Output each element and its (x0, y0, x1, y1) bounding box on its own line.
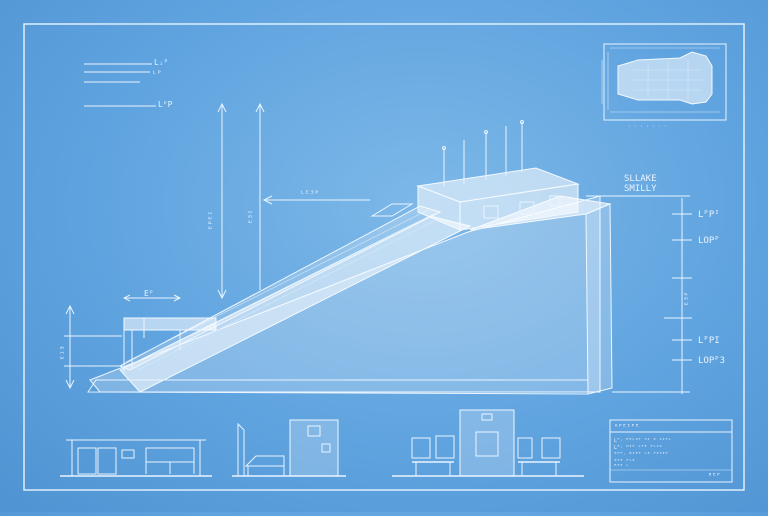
height-label-small: ᴱᴵᴲ (59, 346, 68, 360)
elevation-right (411, 409, 561, 477)
title-block-row-2: Lᴾ· ᴹᴵᴾ ᴸᴾᴱ ᴾᴸᴵᴰ (614, 445, 662, 451)
drawing-frame (23, 23, 745, 491)
dimension-lines: ᴱᴾᴱᴵ ᴱᴲᴵ ᴸᴱᴲᴾ Eᴾ ᴱᴵᴲ (59, 102, 370, 390)
title-block: ᴬᴾᴱᴵᴾᴱ Lᴾ· ᴿᴱᴸᴬᴾ ᴴᴵ ᴱ ᴬᴵᴾᴸ Lᴾ· ᴹᴵᴾ ᴸᴾᴱ ᴾ… (609, 419, 733, 483)
elevation-left (66, 439, 206, 477)
ramp-structure (87, 195, 613, 395)
title-block-row-3: ᴱᴾᴾ· ᴮᴵᴱᴾ ᴸᴱ ᴾᴱᴵᴱᴾ (614, 452, 668, 458)
scale-label-2: LOPᴾ (698, 236, 720, 246)
title-block-footer: ᴮᴱᴾ (708, 472, 721, 480)
title-block-row-5: ᴿᴾᴱ ᴸ (614, 464, 629, 470)
title-block-row-1: Lᴾ· ᴿᴱᴸᴬᴾ ᴴᴵ ᴱ ᴬᴵᴾᴸ (614, 438, 671, 444)
title-block-heading: ᴬᴾᴱᴵᴾᴱ (614, 422, 639, 431)
floor-plan-inset: · · · · · · · (601, 43, 727, 130)
scale-label-1: LᴾPᴵ (698, 210, 720, 220)
scale-label-3: ᴱᴲᴾ (683, 292, 692, 306)
building-block (416, 120, 580, 231)
height-scale: LᴾPᴵ LOPᴾ ᴱᴲᴾ LᴾPI LOPᴾ3 (610, 195, 725, 394)
callout: SLLAKE SMILLY (586, 174, 657, 197)
elevation-middle (237, 419, 339, 477)
height-label-left: ᴱᴾᴱᴵ (207, 211, 216, 230)
scale-label-4: LᴾPI (698, 336, 720, 346)
header-note-1: Lᵢᴾ (154, 58, 168, 67)
callout-line-2: SMILLY (624, 184, 657, 194)
span-label-small: Eᴾ (144, 289, 154, 298)
title-block-row-4: ᴱᴾᴱ ᴾᴸᴱ (614, 459, 635, 465)
header-notes: Lᵢᴾ ᴸᴾ LᴾP (84, 58, 173, 109)
svg-text:· · · · · · ·: · · · · · · · (628, 124, 667, 130)
header-note-2: ᴸᴾ (152, 69, 162, 78)
callout-line-1: SLLAKE (624, 174, 657, 184)
height-label-right: ᴱᴲᴵ (247, 210, 256, 224)
header-note-3: LᴾP (158, 100, 173, 109)
scale-label-5: LOPᴾ3 (698, 356, 725, 366)
span-label-top: ᴸᴱᴲᴾ (300, 189, 319, 198)
